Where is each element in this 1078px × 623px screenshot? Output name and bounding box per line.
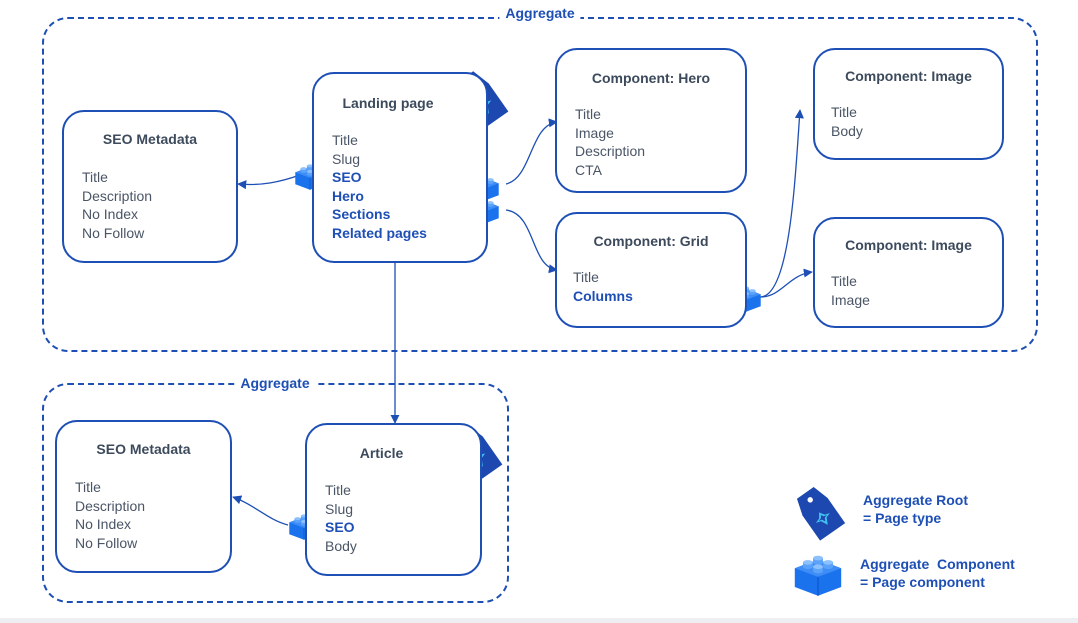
field-reference: Columns xyxy=(573,287,633,304)
connector-arrow xyxy=(237,174,301,190)
field: Description xyxy=(575,143,646,159)
connector-arrow xyxy=(505,118,558,185)
price-tag-icon xyxy=(796,487,846,541)
connector-arrow xyxy=(232,495,289,526)
field: Description xyxy=(75,497,146,514)
field: No Follow xyxy=(82,224,145,241)
legend-root-line2: = Page type xyxy=(863,510,942,526)
field: Image xyxy=(575,124,614,141)
bottom-bar xyxy=(0,618,1078,623)
field: Title xyxy=(573,269,599,285)
field-reference: Related pages xyxy=(332,224,427,241)
field: Title xyxy=(325,482,351,498)
field-reference: Sections xyxy=(332,206,391,222)
node-title: SEO Metadata xyxy=(102,131,198,147)
field: CTA xyxy=(575,161,602,178)
lego-brick-icon xyxy=(794,555,842,596)
field: Title xyxy=(82,169,108,185)
field: Body xyxy=(325,537,357,554)
connector-arrow xyxy=(759,268,813,298)
legend-aggregate-component: Aggregate Component = Page component xyxy=(860,555,1015,591)
field: Slug xyxy=(325,500,354,517)
legend-component-line1: Aggregate Component xyxy=(860,556,1015,572)
field: Description xyxy=(82,187,153,204)
aggregate-top-label: Aggregate xyxy=(499,5,581,21)
connector-arrow xyxy=(505,209,558,274)
field: Title xyxy=(75,479,101,495)
node-title: Article xyxy=(359,445,404,461)
legend-aggregate-root: Aggregate Root = Page type xyxy=(863,491,968,527)
legend-component-line2: = Page component xyxy=(860,574,985,590)
connectors xyxy=(232,109,813,526)
field: Image xyxy=(831,291,870,308)
legend-root-line1: Aggregate Root xyxy=(863,492,968,508)
field-reference: SEO xyxy=(332,169,362,185)
field: Title xyxy=(332,132,358,148)
field: Title xyxy=(831,273,857,289)
node-title: Component: Hero xyxy=(591,70,711,86)
field: Title xyxy=(831,104,857,120)
node-title: Component: Image xyxy=(845,68,972,84)
field: Title xyxy=(575,106,601,122)
field: No Follow xyxy=(75,534,138,551)
field: No Index xyxy=(82,206,139,222)
node-title: SEO Metadata xyxy=(96,441,191,457)
node-title: Landing page xyxy=(342,95,434,111)
field: Slug xyxy=(332,150,361,167)
node-title: Component: Grid xyxy=(593,233,709,249)
field: No Index xyxy=(75,516,132,532)
aggregate-bottom-label: Aggregate xyxy=(234,375,316,391)
field: Body xyxy=(831,122,863,139)
connector-arrow xyxy=(759,109,804,298)
field-reference: Hero xyxy=(332,187,364,204)
node-title: Component: Image xyxy=(845,237,972,253)
field-reference: SEO xyxy=(325,519,355,535)
